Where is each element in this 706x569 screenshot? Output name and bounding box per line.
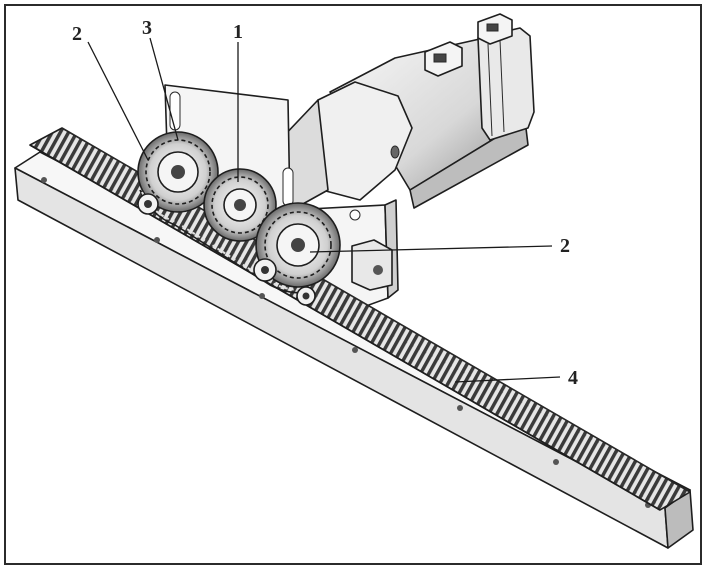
- callout-label-2-right: 2: [560, 235, 570, 257]
- pulley-gear-right: [255, 202, 341, 288]
- flange-hole: [390, 145, 400, 159]
- callout-label-4: 4: [568, 367, 578, 389]
- leader-lines: [87, 37, 561, 383]
- pulley-gear-left: [137, 131, 219, 213]
- callout-label-1: 1: [233, 21, 243, 43]
- drive-gear-center: [203, 168, 277, 242]
- mounting-holes: [41, 177, 651, 508]
- servo-motor: [279, 13, 535, 211]
- idler-roller-left: [137, 193, 159, 215]
- idler-roller-bottom: [296, 286, 316, 306]
- callout-label-3: 3: [142, 17, 152, 39]
- callout-label-2-left: 2: [72, 23, 82, 45]
- tension-block: [351, 239, 393, 291]
- idler-roller-right: [253, 258, 277, 282]
